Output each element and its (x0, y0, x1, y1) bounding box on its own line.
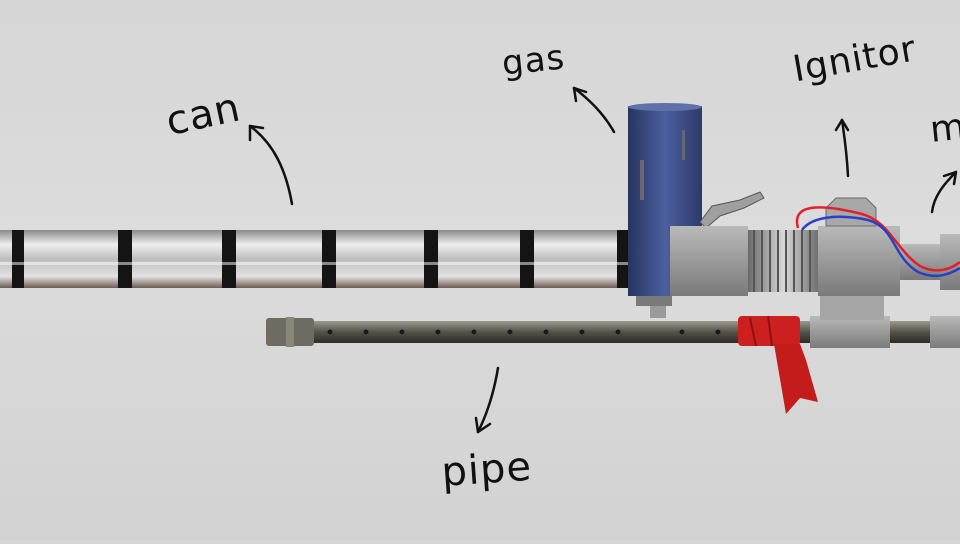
arrow-ignitor (840, 118, 850, 178)
arrow-ignitor-head (834, 118, 850, 132)
valve-lever (699, 191, 765, 229)
arrow-mixing (930, 170, 958, 214)
label-pipe: pipe (440, 443, 534, 496)
can-barrel (0, 230, 672, 288)
combustion-chamber (670, 197, 960, 320)
label-mixing-chamber: m (928, 106, 960, 151)
arrow-gas (572, 86, 616, 134)
arrow-mixing-head (942, 170, 958, 186)
arrow-gas-head (572, 86, 588, 103)
pipe (266, 316, 960, 348)
ignitor-wires (795, 206, 960, 278)
arrow-can (248, 124, 294, 206)
label-gas: gas (500, 37, 567, 84)
arrow-pipe (476, 366, 500, 434)
red-rag (738, 315, 818, 414)
arrow-pipe-head (474, 416, 492, 434)
annotation-arrows (248, 86, 958, 434)
arrow-can-head (248, 124, 265, 142)
